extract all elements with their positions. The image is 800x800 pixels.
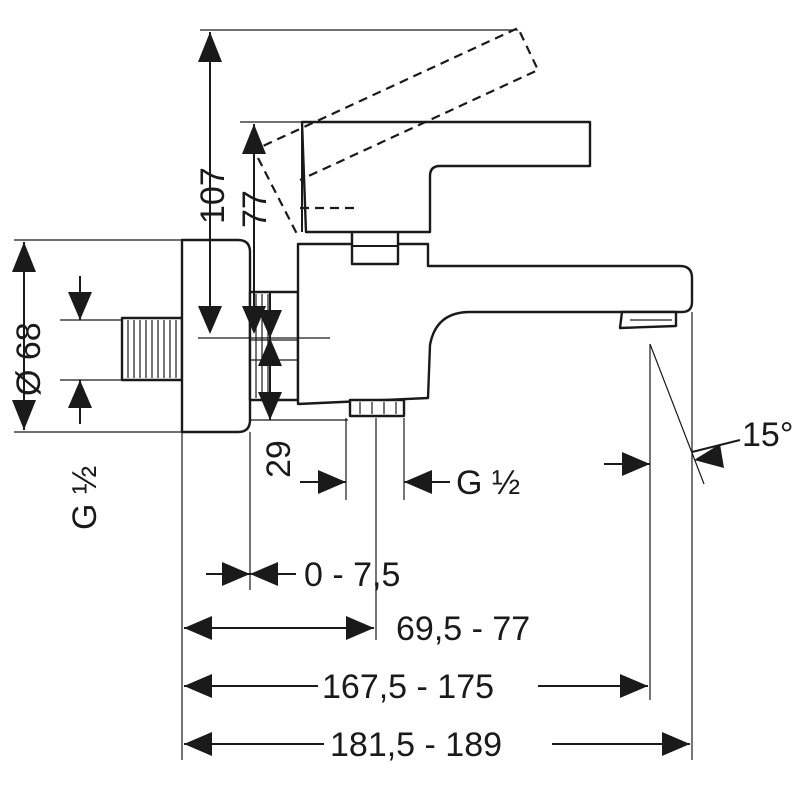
label-167-5-175: 167,5 - 175 (322, 668, 494, 706)
handle-raised-dashed (249, 26, 540, 237)
mixer-body-and-spout (296, 242, 694, 406)
dim-77: 77 (236, 124, 274, 334)
escutcheon (180, 238, 252, 434)
label-thread-left: G ½ (66, 466, 104, 530)
label-angle: 15° (742, 416, 793, 454)
dim-107: 107 (194, 32, 232, 334)
label-thread-bottom: G ½ (456, 464, 520, 502)
dim-29: 29 (258, 292, 298, 478)
threaded-inlet (120, 316, 184, 382)
dim-diameter-68: Ø 68 (10, 242, 48, 430)
label-0-7-5: 0 - 7,5 (304, 556, 400, 594)
bottom-outlet (348, 398, 406, 418)
label-107: 107 (194, 167, 232, 224)
extension-lines (14, 29, 705, 760)
faucet-body (120, 26, 694, 434)
dim-thread-bottom: G ½ (300, 464, 520, 502)
dim-0-7-5: 0 - 7,5 (206, 556, 400, 594)
label-69-5-77: 69,5 - 77 (396, 610, 530, 648)
dim-angle: 15° (604, 416, 793, 476)
label-77: 77 (236, 190, 274, 228)
dim-69-5-77: 69,5 - 77 (184, 610, 530, 648)
label-diameter-68: Ø 68 (10, 322, 48, 396)
dim-181-5-189: 181,5 - 189 (184, 726, 690, 764)
label-181-5-189: 181,5 - 189 (330, 726, 502, 764)
label-29: 29 (260, 440, 298, 478)
dim-thread-left: G ½ (66, 276, 104, 530)
dim-167-5-175: 167,5 - 175 (184, 668, 648, 706)
handle-lever (300, 120, 592, 234)
